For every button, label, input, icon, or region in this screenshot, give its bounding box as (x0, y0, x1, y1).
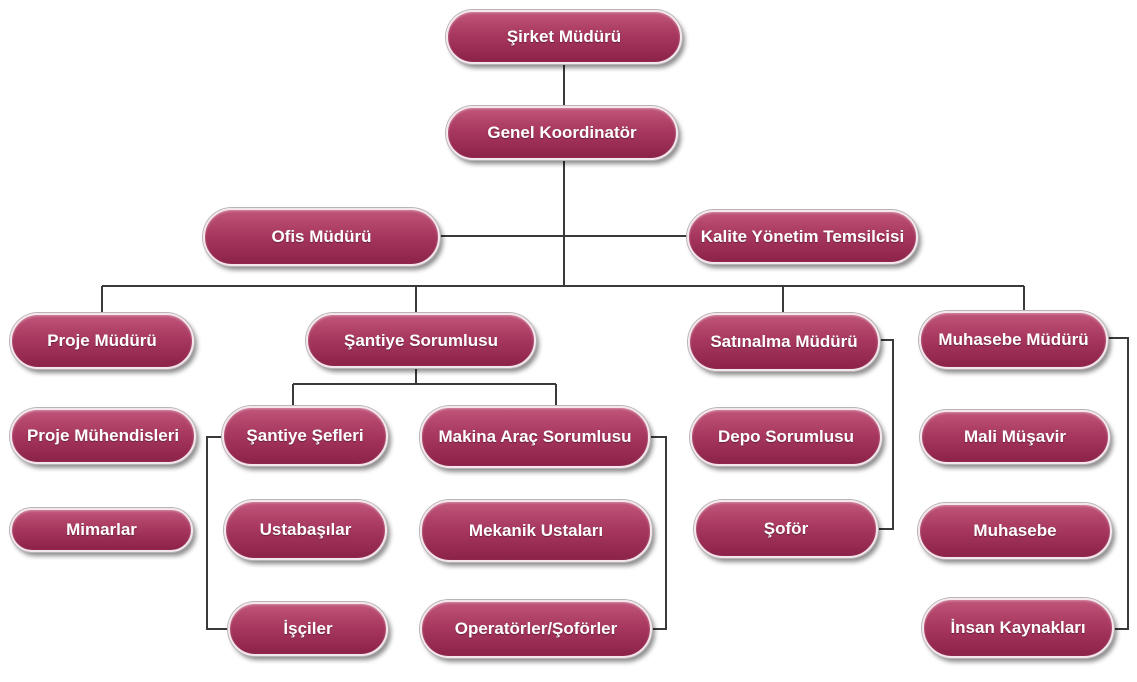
node-satinalma-muduru: Satınalma Müdürü (688, 313, 880, 371)
node-sofor: Şoför (694, 500, 878, 558)
connector-line (206, 436, 228, 630)
connector-line (878, 339, 894, 530)
node-mimarlar: Mimarlar (10, 508, 193, 552)
node-mekanik-ustalari: Mekanik Ustaları (420, 500, 652, 562)
node-genel-koordinator: Genel Koordinatör (446, 106, 678, 160)
node-operatorler-soforler: Operatörler/Şoförler (420, 600, 652, 658)
node-muhasebe-muduru: Muhasebe Müdürü (919, 311, 1108, 369)
node-ofis-muduru: Ofis Müdürü (203, 208, 440, 266)
node-isciler: İşçiler (228, 602, 388, 656)
node-insan-kaynaklari: İnsan Kaynakları (922, 598, 1114, 658)
node-proje-muhendisleri: Proje Mühendisleri (10, 408, 196, 464)
node-kalite-yonetim-temsilcisi: Kalite Yönetim Temsilcisi (687, 210, 918, 264)
node-mali-musavir: Mali Müşavir (920, 410, 1110, 464)
connector-line (1108, 337, 1129, 630)
node-ustabasilar: Ustabaşılar (224, 500, 387, 560)
node-sirket-muduru: Şirket Müdürü (446, 10, 682, 64)
node-makina-arac-sorumlusu: Makina Araç Sorumlusu (420, 406, 650, 468)
node-depo-sorumlusu: Depo Sorumlusu (690, 408, 882, 466)
node-santiye-sefleri: Şantiye Şefleri (222, 406, 388, 466)
node-proje-muduru: Proje Müdürü (10, 313, 194, 369)
node-santiye-sorumlusu: Şantiye Sorumlusu (306, 313, 536, 368)
connector-line (650, 436, 667, 630)
node-muhasebe: Muhasebe (918, 503, 1112, 559)
